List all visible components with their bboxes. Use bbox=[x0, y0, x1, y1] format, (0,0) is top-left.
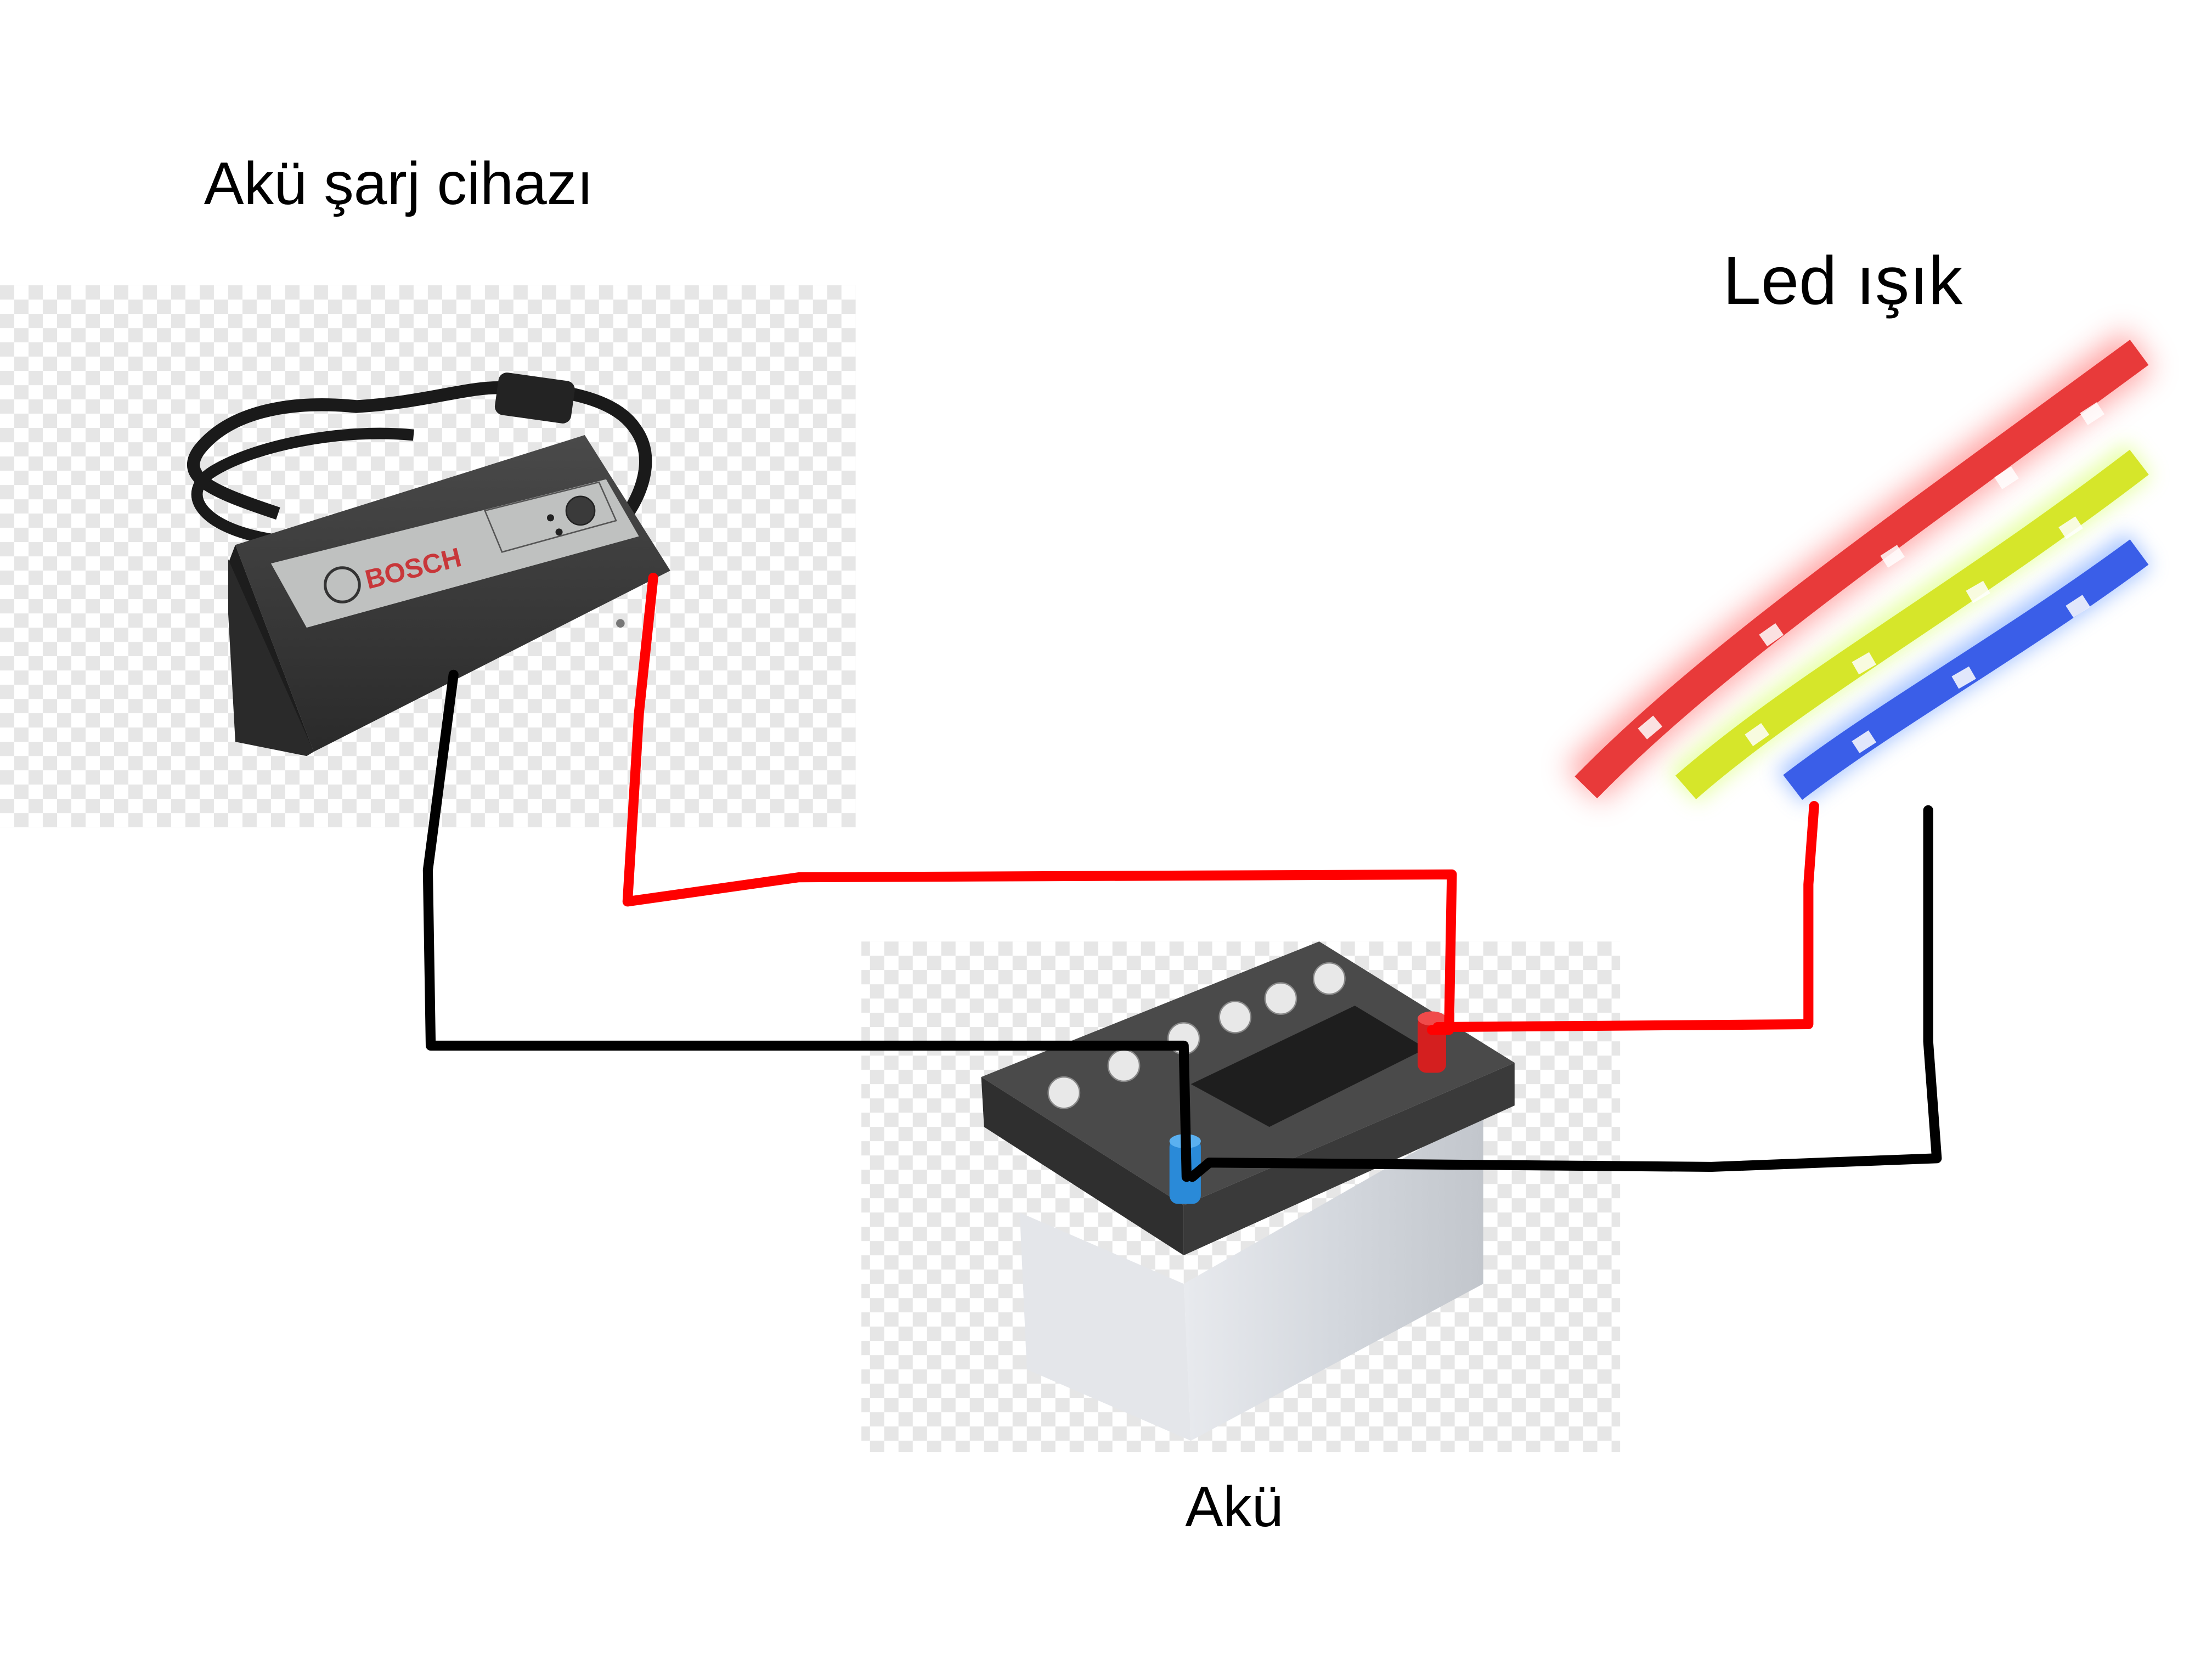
wire-led-positive bbox=[1432, 800, 1819, 1032]
charger-power-cable bbox=[187, 381, 652, 520]
led-strip-yellow bbox=[1675, 449, 2149, 799]
led-indicator-icon bbox=[555, 528, 563, 536]
battery-case bbox=[1019, 1212, 1191, 1441]
led-indicator-icon bbox=[546, 514, 554, 522]
battery-lid-edge bbox=[981, 1077, 1184, 1256]
screw-icon bbox=[616, 619, 625, 628]
wire-charger-negative bbox=[422, 669, 1192, 1182]
battery-center-cover bbox=[1190, 1006, 1426, 1127]
fast-slow-button[interactable] bbox=[565, 495, 596, 526]
cell-cap-icon bbox=[1107, 1049, 1141, 1082]
ferrite-bead bbox=[494, 373, 575, 424]
wire-led-negative bbox=[1187, 805, 1942, 1182]
bosch-logo-icon bbox=[324, 566, 361, 603]
cell-cap-icon bbox=[1264, 982, 1297, 1015]
cell-cap-icon bbox=[1047, 1076, 1081, 1109]
charger-image: BOSCH bbox=[0, 285, 856, 828]
cell-cap-icon bbox=[1312, 962, 1346, 995]
charger-fan-face bbox=[228, 559, 314, 757]
battery-case-front bbox=[1183, 1113, 1483, 1441]
charger-side bbox=[228, 545, 314, 752]
cell-cap-icon bbox=[1218, 1001, 1252, 1034]
charger-label-plate bbox=[270, 479, 639, 628]
charger-label: Akü şarj cihazı bbox=[204, 150, 594, 217]
led-strip-image bbox=[1566, 330, 2154, 804]
led-label: Led ışık bbox=[1723, 242, 1963, 319]
battery-image bbox=[861, 941, 1621, 1452]
charger-indicator-panel bbox=[484, 481, 617, 553]
battery-label: Akü bbox=[1185, 1475, 1283, 1539]
wires bbox=[422, 572, 1942, 1182]
